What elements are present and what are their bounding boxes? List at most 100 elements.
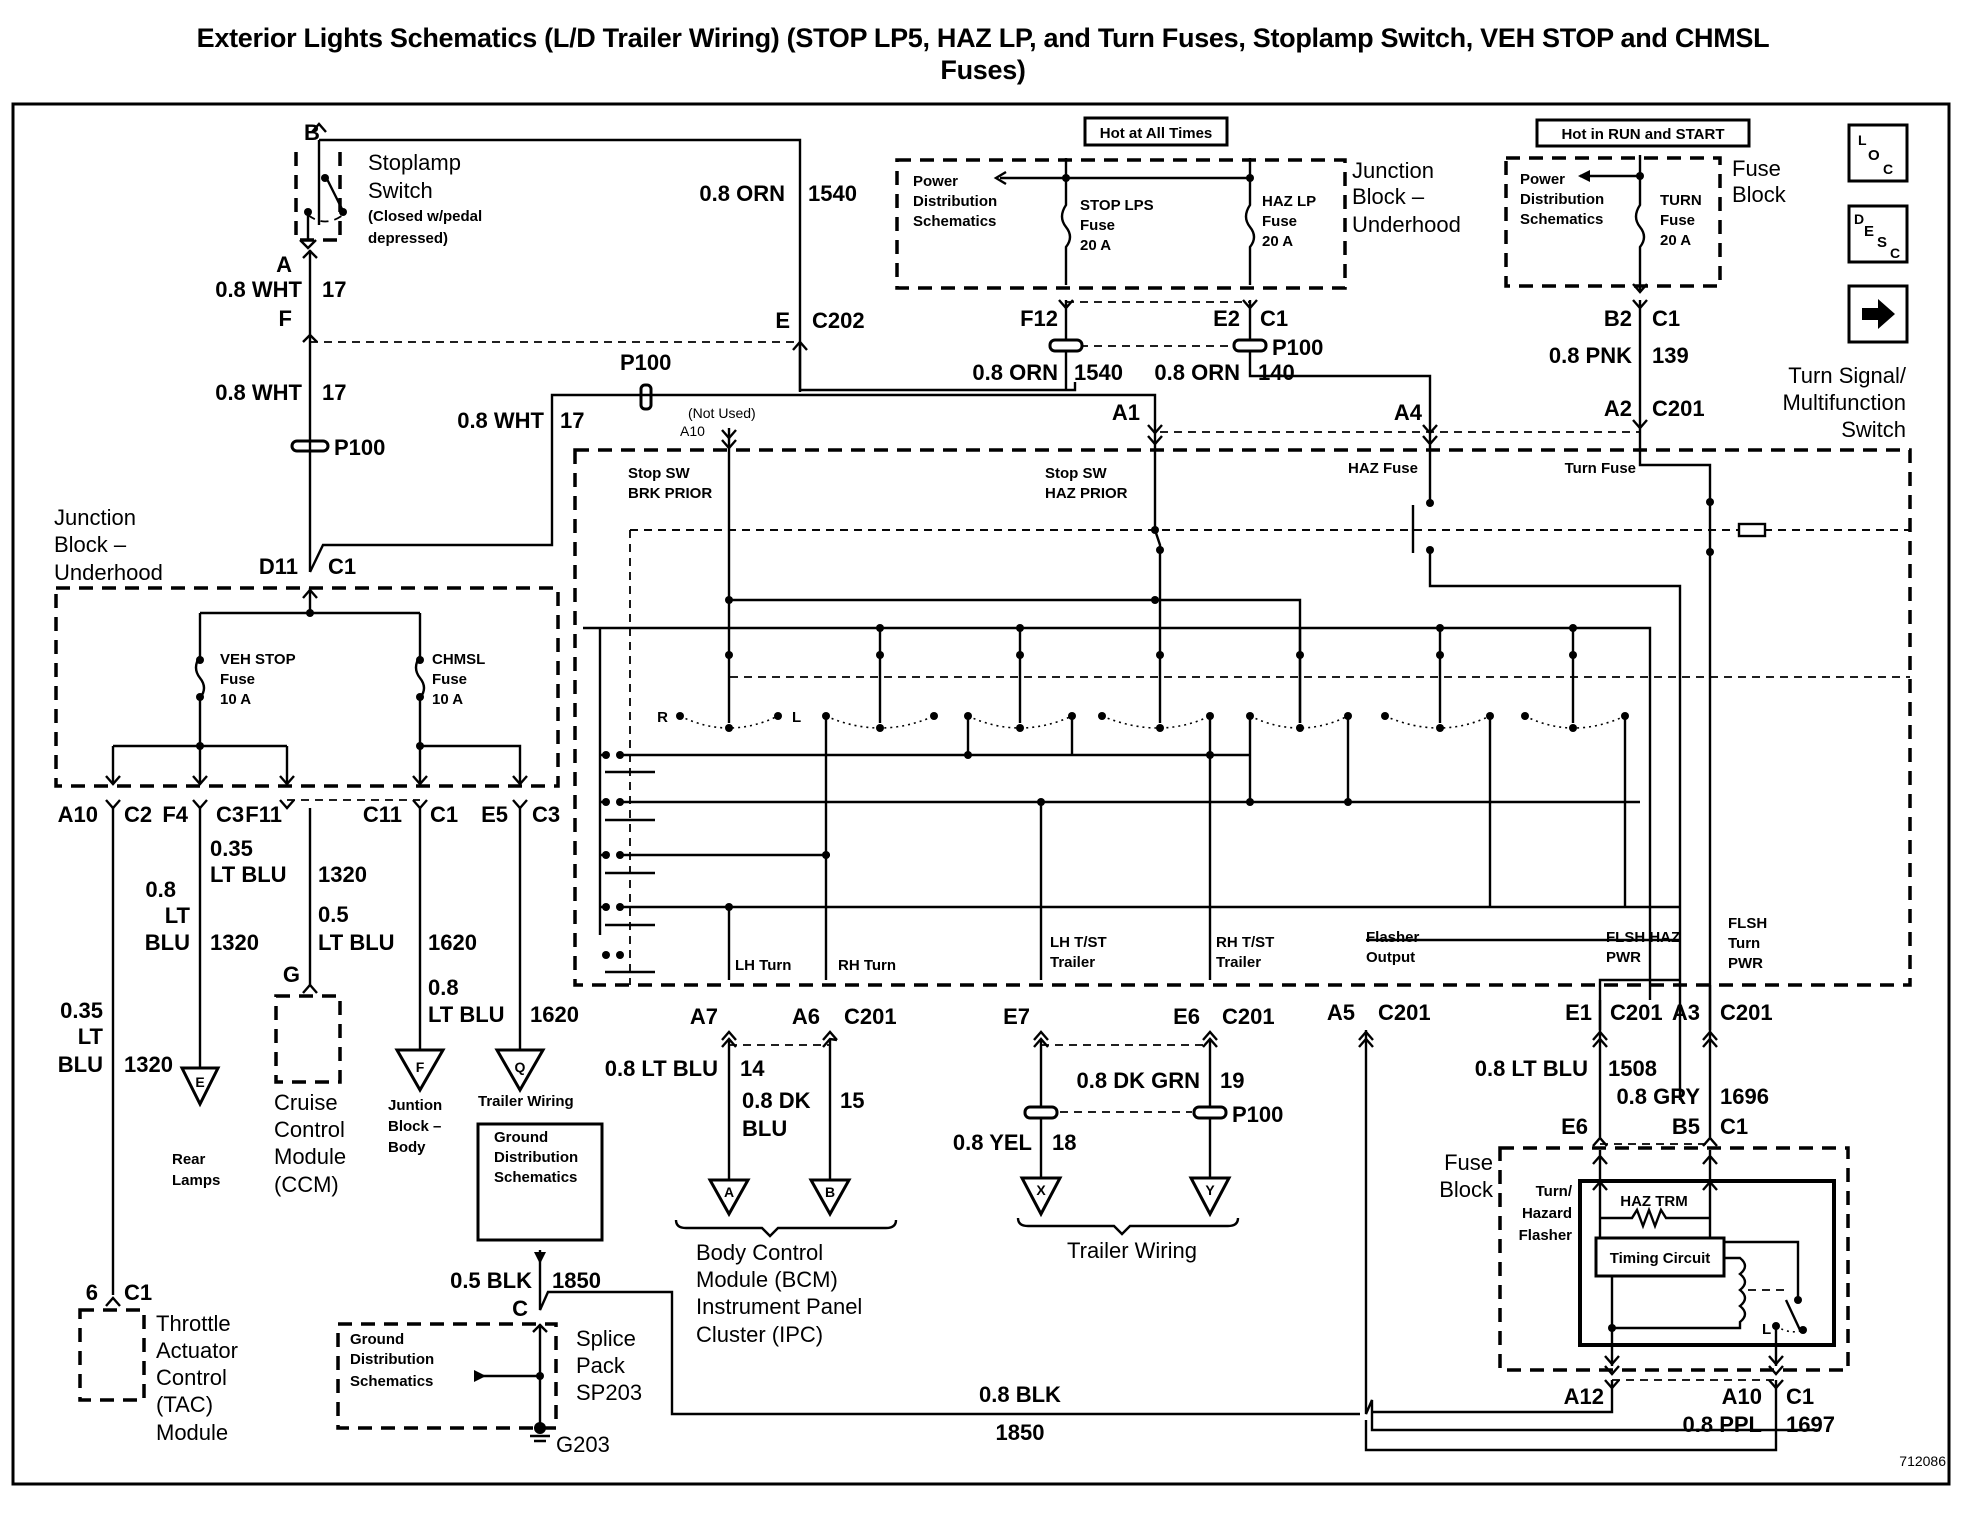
resistor-icon	[1600, 1206, 1710, 1230]
haz-trm-label: HAZ TRM	[1620, 1193, 1688, 1210]
schematic-label: Lamps	[172, 1172, 220, 1189]
schematic-label: Block	[1732, 182, 1787, 207]
switch-ladder	[600, 751, 655, 974]
stoplamp-note-2: depressed)	[368, 230, 448, 247]
dest-a-bcm[interactable]: A	[707, 1178, 751, 1218]
wire-segment	[302, 249, 318, 343]
conn-a10: A10	[58, 802, 98, 827]
junction-dot	[602, 951, 610, 959]
bcm-brace	[674, 1219, 898, 1238]
junction-dot	[964, 751, 972, 759]
schematic-label: LT BLU	[318, 930, 395, 955]
dest-e-rear-lamps[interactable]: E Rear Lamps	[172, 1066, 221, 1189]
schematic-label: E	[1864, 223, 1874, 240]
junction-dot	[1156, 651, 1164, 659]
flsh-turn-label-2: Turn	[1728, 935, 1760, 952]
dest-b-bcm[interactable]: B	[808, 1178, 852, 1218]
turn-fuse-label: TURN	[1660, 192, 1702, 209]
stoplamp-pin-b: B	[304, 120, 320, 145]
schematic-label: Module (BCM)	[696, 1267, 838, 1292]
schematic-label: B	[825, 1184, 835, 1200]
schematic-label: C3	[532, 802, 560, 827]
junction-dot	[930, 712, 938, 720]
wire-segment	[1066, 301, 1250, 347]
schematic-label: LT BLU	[210, 862, 287, 887]
conn-c1-top: C1	[1260, 306, 1288, 331]
junction-dot	[1569, 651, 1577, 659]
schematic-label: Schematics	[494, 1169, 577, 1186]
wire-1320-a-gauge-1: 0.35	[60, 998, 103, 1023]
schematic-label: 10 A	[432, 691, 463, 708]
wire-segment	[1244, 158, 1256, 285]
wire-1508-circuit: 1508	[1608, 1056, 1657, 1081]
wire-segment	[1610, 1240, 1802, 1366]
wire-segment	[78, 1308, 146, 1402]
wire-15-gauge-1: 0.8 DK	[742, 1088, 811, 1113]
trailer-wiring-label: Trailer Wiring	[1067, 1238, 1197, 1263]
conn-a2: A2	[1604, 396, 1632, 421]
hot-in-run-start-label: Hot in RUN and START	[1561, 126, 1724, 143]
conn-e5: E5	[481, 802, 508, 827]
schematic-label: C201	[1378, 1000, 1431, 1025]
dest-x-trailer[interactable]: X	[1019, 1176, 1063, 1218]
junction-dot	[616, 751, 624, 759]
wire-segment	[299, 239, 317, 250]
flsh-turn-label-1: FLSH	[1728, 915, 1767, 932]
schematic-label: C201	[1222, 1004, 1275, 1029]
wire-segment	[1428, 552, 1682, 1100]
junction-dot	[876, 624, 884, 632]
hot-at-all-times-label: Hot at All Times	[1100, 125, 1213, 142]
stop-lps-fuse-label: STOP LPS	[1080, 197, 1154, 214]
turn-signal-multifunction-switch: Stop SW BRK PRIOR Stop SW HAZ PRIOR HAZ …	[573, 424, 1912, 1100]
wire-1320-c-gauge-1: 0.35	[210, 836, 253, 861]
junction-dot	[616, 798, 624, 806]
wire-1850-b-gauge: 0.8 BLK	[979, 1382, 1061, 1407]
junction-dot	[1296, 724, 1304, 732]
ground-distribution-box[interactable]: Ground Distribution Schematics	[476, 1122, 604, 1242]
junction-dot	[725, 724, 733, 732]
throttle-actuator-control-module: 6 C1 Throttle Actuator Control (TAC) Mod…	[78, 1280, 238, 1445]
schematic-label: C1	[430, 802, 458, 827]
junction-dot	[1151, 596, 1159, 604]
schematic-label: Block –	[388, 1118, 441, 1135]
rh-tst-label-1: RH T/ST	[1216, 934, 1274, 951]
junction-block-underhood-left: Junction Block – Underhood D11 C1 VEH ST…	[54, 505, 560, 788]
contact-r-label: R	[657, 709, 668, 726]
schematic-label: Turn/	[1536, 1183, 1573, 1200]
desc-icon[interactable]: D E S C	[1847, 204, 1909, 264]
junction-dot	[1569, 624, 1577, 632]
schematic-label: Fuse	[1732, 156, 1781, 181]
wire-14-circuit: 14	[740, 1056, 765, 1081]
timing-circuit-label: Timing Circuit	[1610, 1250, 1711, 1267]
dest-q-trailer-wiring[interactable]: Q Trailer Wiring	[478, 1048, 574, 1110]
conn-a10-fuse: A10	[1722, 1384, 1762, 1409]
wire-segment	[824, 716, 1627, 980]
schematic-label: Fuse	[1262, 213, 1297, 230]
junction-dot	[1636, 172, 1644, 180]
junction-dot	[616, 851, 624, 859]
wire-17-label-a: 0.8 WHT	[215, 277, 302, 302]
wire-139-gauge: 0.8 PNK	[1549, 343, 1632, 368]
conn-c: C	[512, 1296, 528, 1321]
wire-19-circuit: 19	[1220, 1068, 1244, 1093]
wire-segment	[54, 586, 560, 788]
wire-segment	[639, 383, 653, 411]
schematic-label: LT	[78, 1024, 104, 1049]
schematic-label: Instrument Panel	[696, 1294, 862, 1319]
loc-icon[interactable]: L O C	[1847, 123, 1909, 183]
schematic-label: Cruise	[274, 1090, 338, 1115]
flasher-output-label-2: Output	[1366, 949, 1415, 966]
conn-c1-turn: C1	[1652, 306, 1680, 331]
next-arrow-icon[interactable]	[1847, 284, 1909, 344]
schematic-label: A	[724, 1184, 734, 1200]
dest-y-trailer[interactable]: Y	[1188, 1176, 1232, 1218]
schematic-label: Rear	[172, 1151, 206, 1168]
schematic-label: (CCM)	[274, 1172, 339, 1197]
dest-f-junction-block-body[interactable]: F Juntion Block – Body	[388, 1048, 446, 1156]
wire-segment	[1101, 715, 1211, 729]
wire-segment	[294, 152, 342, 242]
wire-segment	[476, 1122, 604, 1242]
schematic-label: Junction	[1352, 158, 1434, 183]
schematic-label: Schematics	[1520, 211, 1603, 228]
